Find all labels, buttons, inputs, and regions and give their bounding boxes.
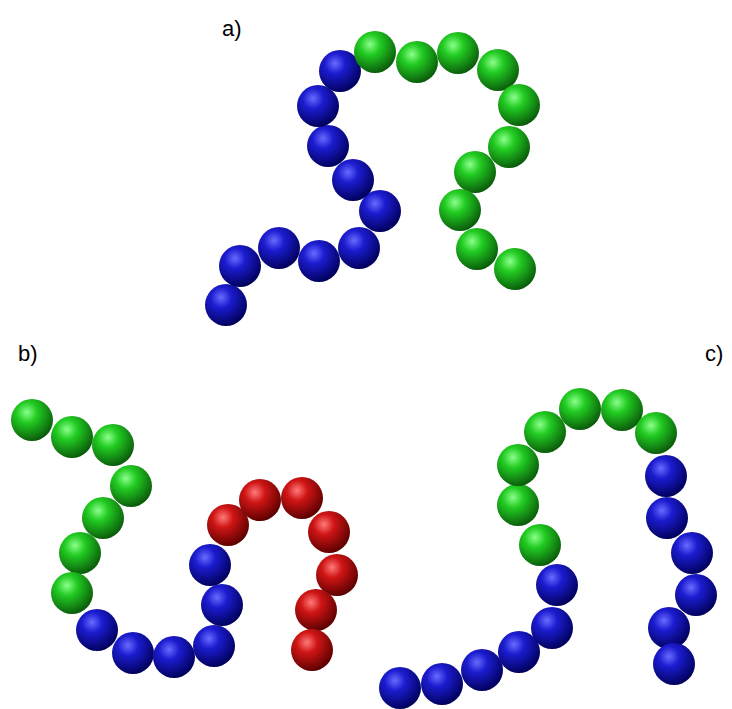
bead (219, 245, 261, 287)
bead (281, 477, 323, 519)
bead (519, 524, 561, 566)
bead (477, 49, 519, 91)
bead-chain (11, 31, 717, 709)
bead (675, 574, 717, 616)
bead (524, 411, 566, 453)
bead (498, 84, 540, 126)
bead (396, 41, 438, 83)
bead (295, 589, 337, 631)
bead (308, 511, 350, 553)
panel-label: a) (222, 18, 242, 40)
bead (332, 159, 374, 201)
bead (559, 388, 601, 430)
bead (297, 85, 339, 127)
bead (601, 389, 643, 431)
bead (153, 636, 195, 678)
bead (531, 607, 573, 649)
bead (239, 479, 281, 521)
panel-label: c) (705, 343, 723, 365)
bead (437, 32, 479, 74)
bead (635, 412, 677, 454)
bead (454, 151, 496, 193)
bead (379, 667, 421, 709)
bead (497, 444, 539, 486)
bead (461, 649, 503, 691)
bead (201, 584, 243, 626)
bead (645, 455, 687, 497)
bead (421, 663, 463, 705)
bead (193, 625, 235, 667)
bead (646, 497, 688, 539)
bead (298, 240, 340, 282)
bead (51, 416, 93, 458)
bead (76, 609, 118, 651)
bead (338, 227, 380, 269)
bead (11, 399, 53, 441)
bead (439, 189, 481, 231)
bead (354, 31, 396, 73)
bead (112, 632, 154, 674)
bead (316, 554, 358, 596)
bead (653, 643, 695, 685)
bead (648, 607, 690, 649)
panel-label: b) (18, 343, 38, 365)
bead (291, 629, 333, 671)
bead (189, 544, 231, 586)
bead (92, 424, 134, 466)
bead (456, 228, 498, 270)
bead (488, 126, 530, 168)
bead (536, 564, 578, 606)
bead (497, 484, 539, 526)
bead (110, 465, 152, 507)
bead (258, 227, 300, 269)
bead (671, 532, 713, 574)
bead (51, 572, 93, 614)
bead (59, 532, 101, 574)
bead (307, 125, 349, 167)
bead (494, 248, 536, 290)
bead (205, 284, 247, 326)
bead (82, 497, 124, 539)
